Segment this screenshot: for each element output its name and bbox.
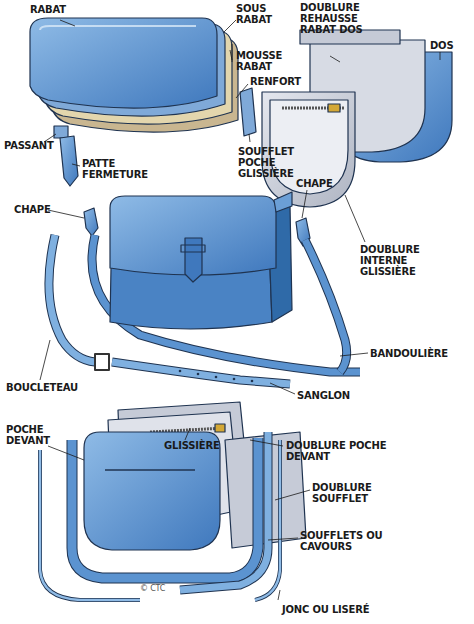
bag-body-part — [181, 245, 205, 252]
leader-lines-part — [249, 134, 250, 142]
leader-lines-part — [268, 538, 298, 540]
part-label: PASSANT — [4, 140, 54, 151]
leader-lines-part — [345, 195, 365, 242]
part-label: CHAPE — [14, 204, 51, 215]
front-pocket-group-part — [84, 432, 220, 550]
part-label: SANGLON — [297, 390, 350, 401]
gussets-part — [180, 432, 268, 590]
leader-lines-part — [236, 84, 248, 98]
front-pocket-group-part — [105, 469, 195, 471]
buckle-strap-part — [49, 235, 95, 362]
leader-lines-part — [250, 440, 283, 446]
closing-tab — [54, 126, 78, 186]
leader-lines-part — [440, 52, 441, 60]
leader-lines-part — [275, 490, 310, 500]
leader-lines-part — [340, 353, 368, 356]
part-label: GLISSIÈRE — [164, 440, 220, 451]
flap-stack-part — [30, 18, 217, 108]
chape-tabs-part — [84, 208, 98, 236]
watermark: © CTC — [140, 584, 165, 593]
part-label: BOUCLETEAU — [6, 382, 78, 393]
part-label: DOUBLURE INTERNE GLISSIÈRE — [360, 244, 438, 277]
shoulder-strap-part — [305, 240, 347, 372]
bag-body — [110, 192, 292, 329]
zip-gusset — [240, 88, 256, 136]
buckle-strap-part — [112, 362, 290, 384]
leader-lines-part — [302, 190, 307, 218]
part-label: DOUBLURE SOUFFLET — [312, 482, 388, 504]
part-label: DOUBLURE REHAUSSE RABAT DOS — [300, 2, 384, 35]
gussets-part — [40, 450, 140, 600]
shoulder-strap-part — [305, 240, 347, 372]
front-pocket-group — [84, 402, 306, 550]
part-label: RENFORT — [250, 76, 301, 87]
leader-lines-part — [270, 383, 295, 394]
leader-lines-part — [185, 428, 190, 440]
leader-lines-part — [330, 56, 340, 62]
part-label: RABAT — [30, 4, 66, 15]
gussets — [40, 432, 280, 600]
closing-tab-part — [54, 126, 68, 138]
part-label: POCHE DEVANT — [6, 424, 58, 446]
flap-stack — [30, 18, 238, 132]
part-label: SOUS RABAT — [236, 3, 278, 25]
part-label: JONC OU LISERÉ — [282, 604, 369, 615]
leader-lines-part — [72, 164, 80, 166]
inner-zip-lining-part — [328, 104, 340, 112]
buckle-strap — [49, 235, 290, 384]
leader-lines-part — [48, 446, 84, 460]
bag-body-part — [274, 192, 292, 212]
gussets-part — [40, 450, 140, 600]
buckle-strap-part-part — [233, 378, 236, 381]
bag-illustration-part — [30, 18, 452, 600]
part-label: SOUFFLETS OU CAVOURS — [300, 530, 420, 552]
part-label: SOUFFLET POCHE GLISSIÈRE — [238, 146, 300, 179]
gussets-part — [255, 440, 280, 600]
buckle-strap-part — [95, 354, 109, 370]
leader-lines-part — [48, 210, 84, 218]
leader-lines-part — [230, 44, 232, 62]
leader-lines-part — [224, 20, 236, 32]
part-label: DOUBLURE POCHE DEVANT — [286, 440, 406, 462]
buckle-strap-part-part — [215, 376, 218, 379]
part-label: CHAPE — [296, 178, 333, 189]
part-label: MOUSSE RABAT — [236, 50, 290, 72]
part-label: DOS — [430, 40, 453, 51]
gussets-part — [180, 432, 268, 590]
buckle-strap-part — [179, 370, 254, 383]
gussets-part — [72, 438, 258, 578]
zip-gusset-part — [240, 88, 256, 136]
buckle-strap-part — [49, 235, 95, 362]
part-label: PATTE FERMETURE — [82, 158, 152, 180]
leader-lines-part — [278, 590, 280, 600]
flap-stack-part — [40, 26, 196, 30]
part-label: BANDOULIÈRE — [370, 348, 448, 359]
buckle-strap-part-part — [251, 380, 254, 383]
buckle-strap-part — [112, 362, 290, 384]
leader-lines-part — [40, 340, 50, 380]
gussets-part — [255, 440, 280, 600]
buckle-strap-part-part — [179, 370, 182, 373]
leader-lines — [40, 20, 440, 600]
gussets-part — [72, 438, 258, 578]
leader-lines-part — [60, 20, 75, 26]
buckle-strap-part-part — [197, 373, 200, 376]
closing-tab-part — [60, 136, 78, 186]
front-pocket-group-part — [215, 424, 225, 432]
